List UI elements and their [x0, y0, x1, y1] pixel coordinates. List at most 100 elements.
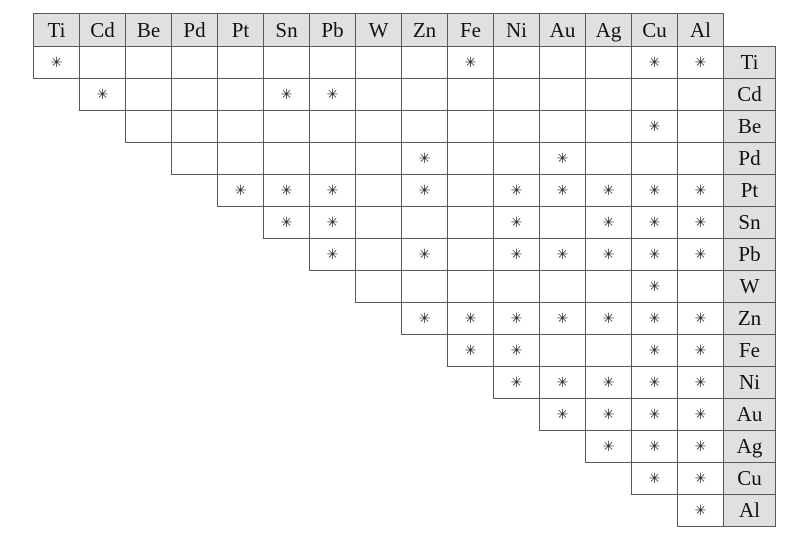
row-label-Sn: Sn: [723, 206, 776, 239]
pair-cell-Be-Pd: [171, 110, 218, 143]
asterisk-mark-icon: ✳: [648, 246, 661, 263]
asterisk-mark-icon: ✳: [694, 406, 707, 423]
void-cell: [356, 303, 402, 335]
asterisk-mark-icon: ✳: [648, 182, 661, 199]
void-cell: [218, 335, 264, 367]
pair-cell-Cd-Zn: [401, 78, 448, 111]
void-cell: [402, 399, 448, 431]
void-cell: [80, 111, 126, 143]
pair-cell-Fe-Fe: ✳: [447, 334, 494, 367]
pair-cell-Cd-Pd: [171, 78, 218, 111]
asterisk-mark-icon: ✳: [280, 182, 293, 199]
asterisk-mark-icon: ✳: [418, 246, 431, 263]
asterisk-mark-icon: ✳: [694, 214, 707, 231]
void-cell: [402, 495, 448, 527]
void-cell: [34, 431, 80, 463]
asterisk-mark-icon: ✳: [556, 310, 569, 327]
void-cell: [494, 495, 540, 527]
asterisk-mark-icon: ✳: [694, 246, 707, 263]
pair-cell-Pb-Cu: ✳: [631, 238, 678, 271]
column-header-Ti: Ti: [33, 13, 80, 47]
void-cell: [34, 271, 80, 303]
pair-cell-Ti-Cd: [79, 46, 126, 79]
row-label-Pd: Pd: [723, 142, 776, 175]
row-label-Cu: Cu: [723, 462, 776, 495]
pair-cell-Zn-Cu: ✳: [631, 302, 678, 335]
asterisk-mark-icon: ✳: [510, 182, 523, 199]
void-cell: [172, 463, 218, 495]
pair-cell-Be-Ag: [585, 110, 632, 143]
pair-cell-W-W: [355, 270, 402, 303]
void-cell: [126, 239, 172, 271]
pair-cell-Cd-Al: [677, 78, 724, 111]
pair-cell-W-Fe: [447, 270, 494, 303]
pair-cell-Pt-Ni: ✳: [493, 174, 540, 207]
pair-cell-Sn-Zn: [401, 206, 448, 239]
void-cell: [264, 463, 310, 495]
asterisk-mark-icon: ✳: [648, 310, 661, 327]
void-cell: [80, 175, 126, 207]
pair-cell-Cd-Ni: [493, 78, 540, 111]
void-cell: [310, 335, 356, 367]
pair-cell-Ti-Cu: ✳: [631, 46, 678, 79]
pair-cell-Pb-Ni: ✳: [493, 238, 540, 271]
pair-cell-Ti-Ag: [585, 46, 632, 79]
pair-cell-Pt-Zn: ✳: [401, 174, 448, 207]
asterisk-mark-icon: ✳: [694, 342, 707, 359]
void-cell: [356, 431, 402, 463]
void-cell: [80, 239, 126, 271]
pair-cell-Ag-Cu: ✳: [631, 430, 678, 463]
pair-cell-Be-Zn: [401, 110, 448, 143]
void-cell: [356, 399, 402, 431]
asterisk-mark-icon: ✳: [648, 406, 661, 423]
pair-cell-Pt-Pb: ✳: [309, 174, 356, 207]
pair-cell-Fe-Au: [539, 334, 586, 367]
pair-cell-Pd-Zn: ✳: [401, 142, 448, 175]
void-cell: [172, 303, 218, 335]
row-label-Pt: Pt: [723, 174, 776, 207]
pair-cell-Zn-Ni: ✳: [493, 302, 540, 335]
pair-cell-Pd-Al: [677, 142, 724, 175]
pair-cell-Zn-Al: ✳: [677, 302, 724, 335]
void-cell: [172, 335, 218, 367]
pair-cell-Cu-Cu: ✳: [631, 462, 678, 495]
void-cell: [402, 463, 448, 495]
void-cell: [126, 143, 172, 175]
void-cell: [126, 431, 172, 463]
pair-cell-Au-Cu: ✳: [631, 398, 678, 431]
void-cell: [540, 463, 586, 495]
void-cell: [80, 399, 126, 431]
asterisk-mark-icon: ✳: [510, 246, 523, 263]
row-label-Cd: Cd: [723, 78, 776, 111]
pair-cell-Ag-Al: ✳: [677, 430, 724, 463]
matrix-row-Pt: ✳✳✳✳✳✳✳✳✳Pt: [34, 174, 776, 207]
pair-cell-Cd-Ag: [585, 78, 632, 111]
pair-cell-Ni-Ag: ✳: [585, 366, 632, 399]
pair-cell-Pd-Ni: [493, 142, 540, 175]
matrix-row-Ag: ✳✳✳Ag: [34, 430, 776, 463]
pair-cell-Cd-Sn: ✳: [263, 78, 310, 111]
void-cell: [218, 303, 264, 335]
asterisk-mark-icon: ✳: [418, 150, 431, 167]
void-cell: [356, 367, 402, 399]
asterisk-mark-icon: ✳: [556, 182, 569, 199]
column-header-Pt: Pt: [217, 13, 264, 47]
pair-cell-Au-Au: ✳: [539, 398, 586, 431]
asterisk-mark-icon: ✳: [326, 182, 339, 199]
pair-cell-Ti-Zn: [401, 46, 448, 79]
column-header-Cu: Cu: [631, 13, 678, 47]
void-cell: [218, 463, 264, 495]
void-cell: [172, 175, 218, 207]
void-cell: [80, 303, 126, 335]
void-cell: [310, 495, 356, 527]
pair-cell-Ti-Fe: ✳: [447, 46, 494, 79]
void-cell: [126, 463, 172, 495]
void-cell: [34, 367, 80, 399]
void-cell: [632, 495, 678, 527]
matrix-row-Pb: ✳✳✳✳✳✳✳Pb: [34, 238, 776, 271]
pair-cell-Pb-Zn: ✳: [401, 238, 448, 271]
pair-cell-Sn-Cu: ✳: [631, 206, 678, 239]
